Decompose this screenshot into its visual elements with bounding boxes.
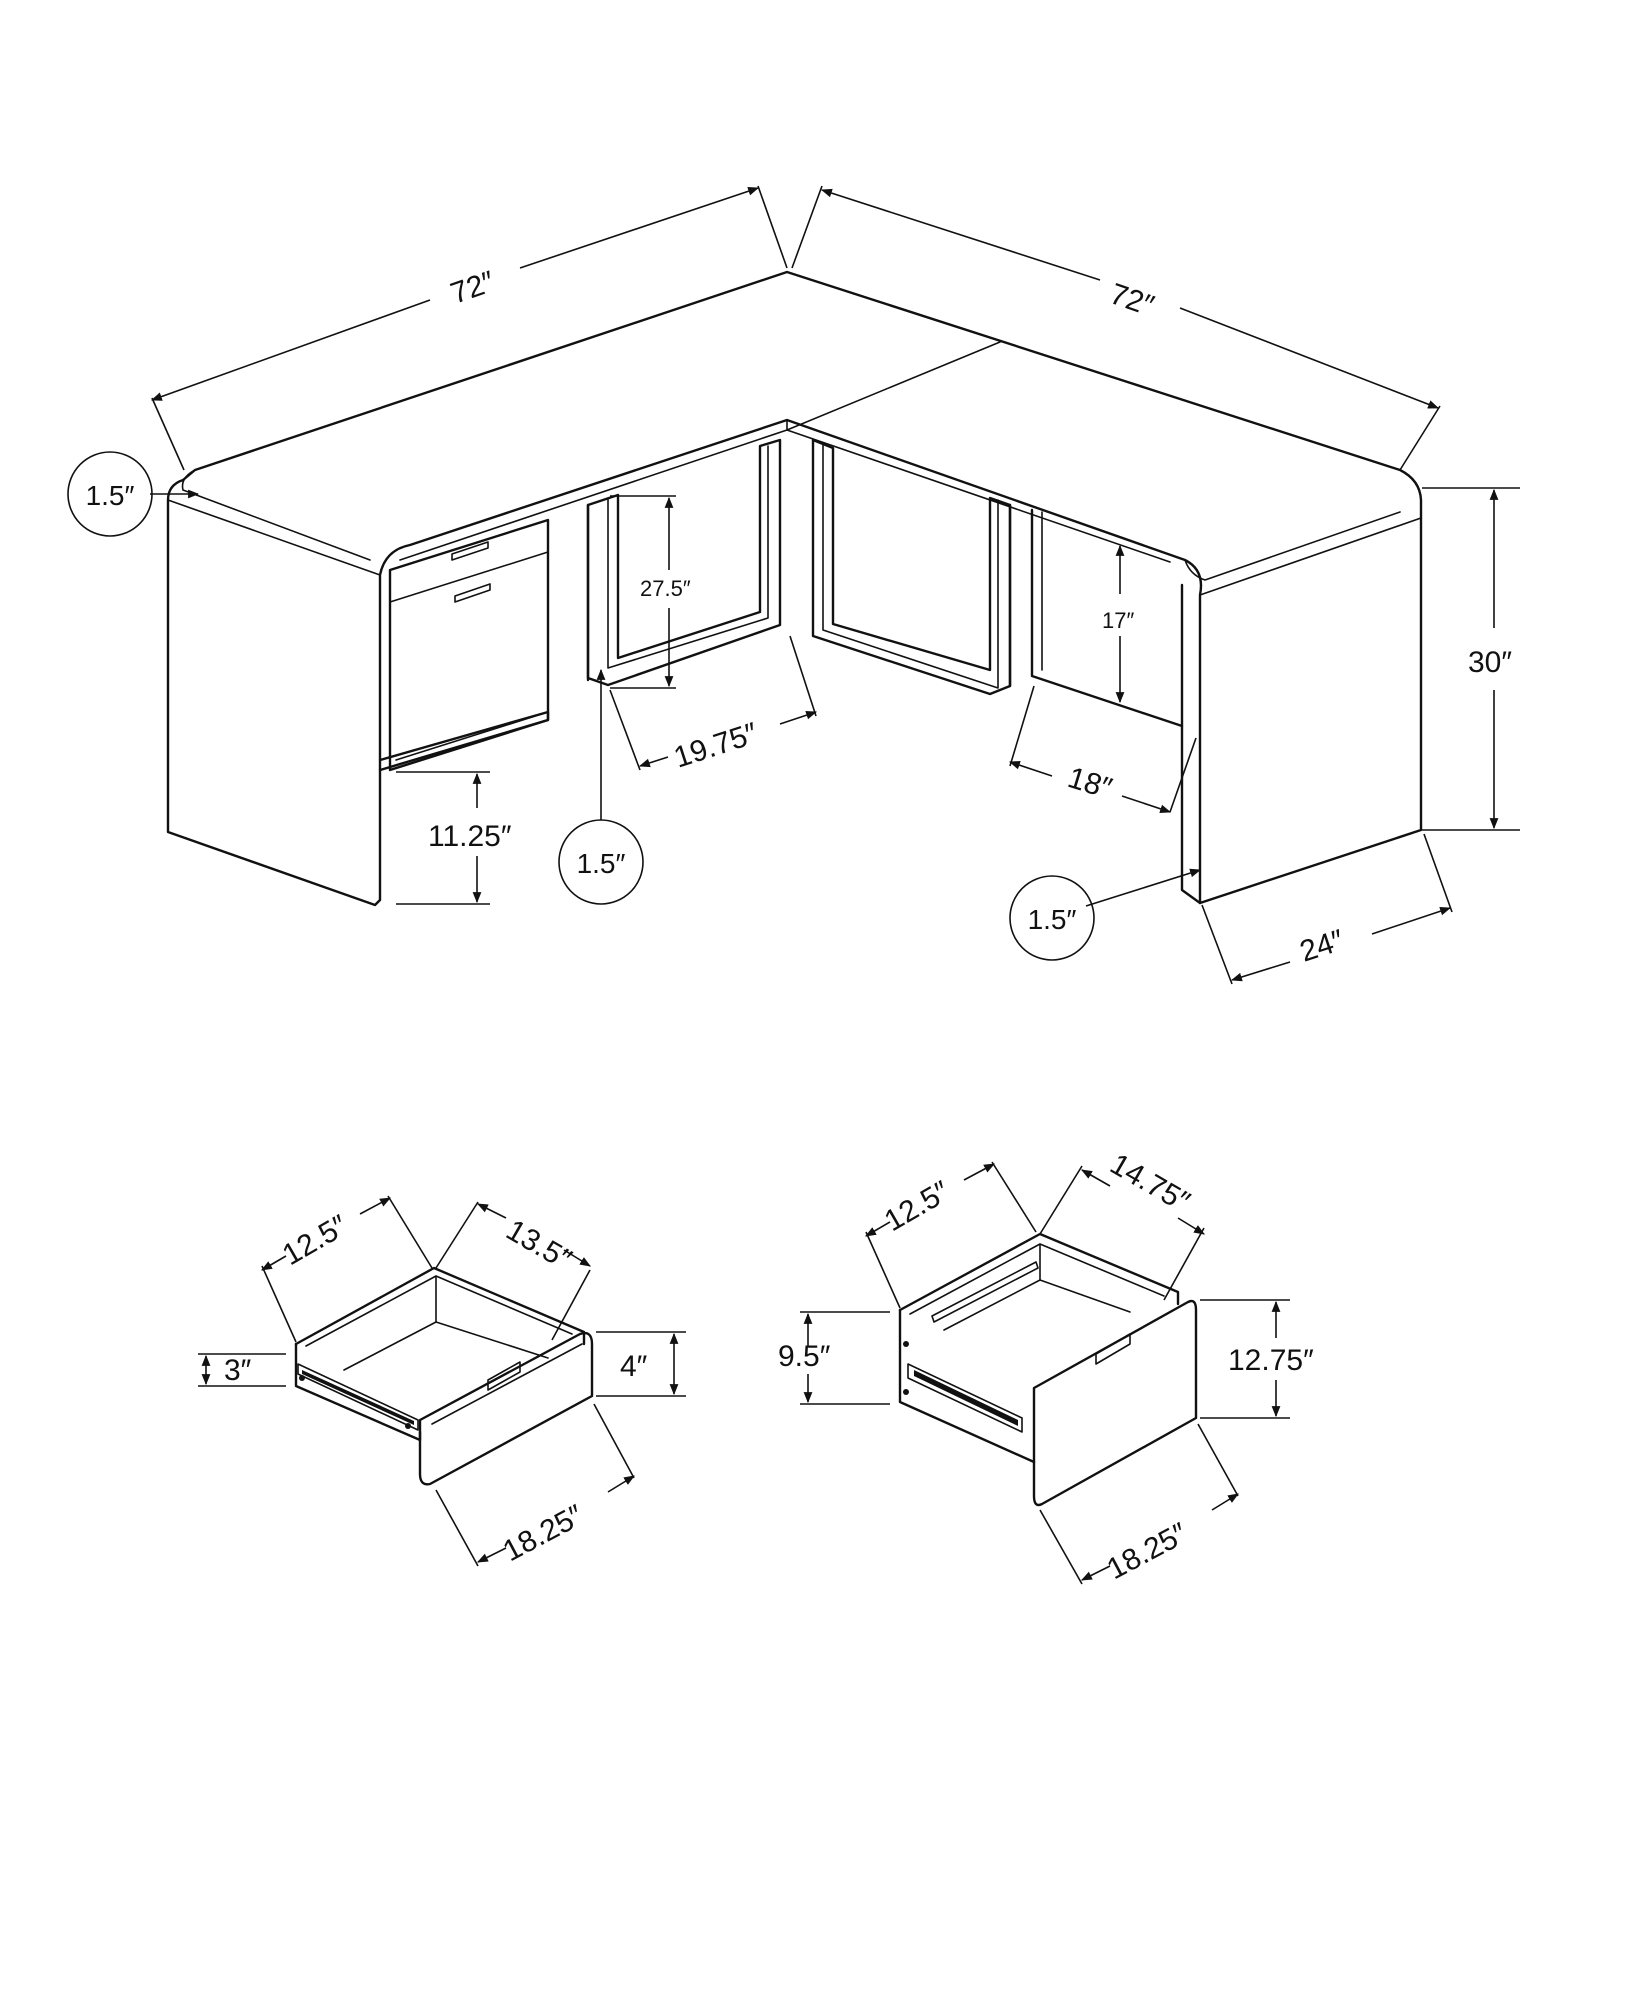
dim-height: 30″ — [1422, 487, 1520, 831]
dim-panel-thickness-right: 1.5″ — [1009, 868, 1202, 961]
dim-right-length-label: 72″ — [1106, 277, 1159, 323]
small-drawer-drawing — [294, 1266, 594, 1486]
dim-large-front-height: 12.75″ — [1200, 1299, 1314, 1419]
file-drawer-handle-icon — [454, 583, 491, 603]
dim-small-side-height: 3″ — [198, 1353, 286, 1387]
dim-small-width-label: 12.5″ — [277, 1209, 354, 1272]
dim-left-knee-width: 19.75″ — [609, 635, 818, 775]
dim-right-opening-width-label: 18″ — [1064, 761, 1116, 806]
dim-small-width: 12.5″ — [261, 1195, 433, 1343]
small-drawer-slide-rail — [297, 1363, 419, 1431]
dim-right-opening-height: 17″ — [1102, 544, 1134, 704]
dim-small-side-height-label: 3″ — [224, 1354, 252, 1387]
dim-right-opening-width: 18″ — [1008, 685, 1197, 814]
dim-large-side-height: 9.5″ — [778, 1311, 890, 1405]
dim-left-length-label: 72″ — [447, 265, 500, 311]
dim-panel-thickness-left-label: 1.5″ — [577, 848, 626, 879]
left-knee-frame — [586, 438, 782, 687]
dim-small-depth: 13.5″ — [435, 1201, 591, 1341]
left-pedestal — [378, 518, 550, 772]
large-drawer-handle-icon — [1095, 1333, 1131, 1365]
dim-large-front-width: 18.25″ — [1039, 1423, 1239, 1587]
large-drawer-slide-rail — [903, 1341, 1023, 1433]
dim-large-width: 12.5″ — [865, 1161, 1037, 1309]
upper-drawer-handle-icon — [451, 541, 489, 561]
dim-top-thickness-label: 1.5″ — [86, 480, 135, 511]
dim-depth: 24″ — [1201, 833, 1453, 985]
dim-large-front-height-label: 12.75″ — [1228, 1344, 1314, 1377]
callout-circle-icon — [1009, 875, 1095, 961]
dim-small-front-height-label: 4″ — [620, 1350, 648, 1383]
right-knee-frame — [811, 438, 1012, 696]
dim-left-knee-height: 27.5″ — [610, 495, 691, 689]
dim-panel-thickness-right-label: 1.5″ — [1028, 904, 1077, 935]
dim-cabinet-clearance: 11.25″ — [396, 771, 512, 905]
dim-large-width-label: 12.5″ — [879, 1175, 956, 1238]
small-drawer-dimensions: 12.5″ 13.5″ 3″ 4″ 18.25″ — [198, 1195, 686, 1569]
dim-small-depth-label: 13.5″ — [501, 1213, 578, 1276]
desk-dimensions: 72″ 72″ 1.5″ 30″ 2 — [67, 185, 1520, 985]
right-open-shelf — [1030, 508, 1202, 905]
dim-large-depth-label: 14.75″ — [1105, 1147, 1196, 1219]
desktop-surface — [166, 270, 1423, 907]
dim-left-length: 72″ — [150, 185, 788, 471]
dim-depth-label: 24″ — [1296, 924, 1348, 969]
dim-small-front-height: 4″ — [596, 1331, 686, 1397]
large-drawer-dimensions: 12.5″ 14.75″ 9.5″ 12.75″ — [778, 1147, 1314, 1586]
dim-left-knee-height-label: 27.5″ — [640, 576, 691, 601]
dim-right-opening-height-label: 17″ — [1102, 608, 1134, 633]
dim-large-depth: 14.75″ — [1039, 1147, 1205, 1301]
dim-small-front-width: 18.25″ — [435, 1403, 635, 1569]
callout-circle-icon — [558, 819, 644, 905]
dim-large-front-width-label: 18.25″ — [1102, 1517, 1193, 1587]
small-drawer-handle-icon — [487, 1361, 521, 1391]
large-drawer-drawing — [898, 1232, 1198, 1507]
dim-top-thickness: 1.5″ — [67, 451, 200, 537]
dim-right-length: 72″ — [791, 185, 1441, 471]
dim-height-label: 30″ — [1468, 646, 1512, 679]
dim-left-knee-width-label: 19.75″ — [670, 717, 762, 775]
dim-panel-thickness-left: 1.5″ — [558, 668, 644, 905]
dim-large-side-height-label: 9.5″ — [778, 1340, 831, 1373]
l-desk-drawing — [166, 270, 1423, 907]
dim-small-front-width-label: 18.25″ — [498, 1499, 589, 1569]
dim-cabinet-clearance-label: 11.25″ — [428, 820, 512, 853]
